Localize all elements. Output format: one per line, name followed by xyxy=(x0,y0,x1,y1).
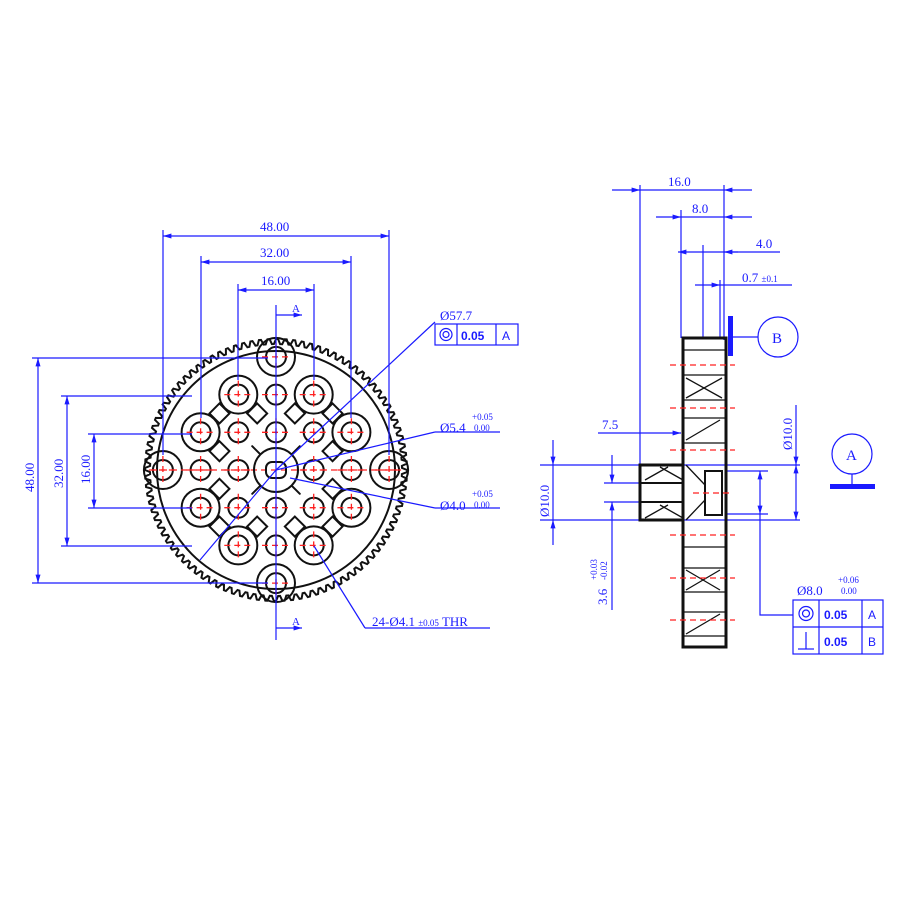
datum-b: B xyxy=(728,316,799,358)
fcf-row1-datum: A xyxy=(868,608,876,622)
side-view: 16.0 8.0 4.0 0.7 ±0.1 7.5 Ø10.0 Ø10.0 3.… xyxy=(537,174,884,655)
dim-3-6: 3.6 xyxy=(595,588,610,605)
dim-8-0-tol-lower: 0.00 xyxy=(841,586,857,596)
diamond-cutout xyxy=(321,402,344,425)
bore-5-4-tol-lower: 0.00 xyxy=(474,423,490,433)
fcf-tolerance: 0.05 xyxy=(461,329,485,343)
dimension-lines xyxy=(35,233,500,631)
hole-lobe xyxy=(218,525,259,566)
bore-5-4-tol-upper: +0.05 xyxy=(472,412,493,422)
diamond-cutout xyxy=(321,515,344,538)
datum-a-label: A xyxy=(846,448,857,464)
slot-cutout xyxy=(251,445,262,456)
dim-3-6-tol-upper: +0.03 xyxy=(589,559,599,580)
front-view: 48.00 32.00 16.00 48.00 32.00 16.00 A A … xyxy=(22,219,519,640)
holes-note: 24-Ø4.1 ±0.05 THR xyxy=(372,614,468,629)
bore-5-4-label: Ø5.4 xyxy=(440,420,466,435)
hole-lobe xyxy=(293,525,334,566)
hole-lobe xyxy=(331,487,372,528)
bore-4-0-tol-upper: +0.05 xyxy=(472,489,493,499)
bore-4-0-label: Ø4.0 xyxy=(440,498,466,513)
dim-0-7-tol: ±0.1 xyxy=(762,274,778,284)
diamond-cutout xyxy=(321,439,344,463)
section-label-bottom: A xyxy=(292,616,300,628)
diamond-cutout xyxy=(208,515,231,538)
extension-lines xyxy=(32,230,390,640)
feature-control-frame-side: 0.05 A 0.05 B xyxy=(792,599,884,655)
slot-cutout xyxy=(290,484,301,495)
diamond-cutout xyxy=(208,439,231,463)
bore-4-0-tol-lower: 0.00 xyxy=(474,500,490,510)
dim-16-0: 16.0 xyxy=(668,174,691,189)
diamond-cutout xyxy=(283,515,307,538)
slot-cutout xyxy=(290,445,301,456)
feature-control-frame-front: 0.05 A xyxy=(434,323,519,346)
section-label-top: A xyxy=(292,303,300,315)
concentricity-icon xyxy=(439,327,453,342)
fcf-row2-datum: B xyxy=(868,635,876,649)
diamond-cutout xyxy=(208,402,231,425)
diamond-cutout xyxy=(208,477,231,501)
fcf-row1-tolerance: 0.05 xyxy=(824,608,848,622)
fcf-row2-tolerance: 0.05 xyxy=(824,635,848,649)
dim-right-diameter: Ø10.0 xyxy=(780,418,795,450)
outer-diameter-label: Ø57.7 xyxy=(440,308,473,323)
datum-b-label: B xyxy=(772,331,782,347)
dim-8-0-tol-upper: +0.06 xyxy=(838,575,859,585)
dim-0-7-value: 0.7 xyxy=(742,270,759,285)
diamond-cutout xyxy=(245,515,269,538)
diamond-cutout xyxy=(245,402,269,425)
dim-hub-diameter: Ø10.0 xyxy=(537,485,552,517)
dim-4-0: 4.0 xyxy=(756,236,772,251)
slot-cutout xyxy=(251,484,262,495)
dim-width-48: 48.00 xyxy=(260,219,289,234)
perpendicularity-icon xyxy=(798,632,814,650)
dim-height-32: 32.00 xyxy=(51,459,66,488)
dim-7-5: 7.5 xyxy=(602,417,618,432)
dim-height-16: 16.00 xyxy=(78,455,93,484)
fcf-datum: A xyxy=(502,329,510,343)
dim-8-0-bore: Ø8.0 xyxy=(797,583,823,598)
diamond-cutout xyxy=(283,402,307,425)
datum-a: A xyxy=(830,433,875,489)
concentricity-icon xyxy=(798,605,814,622)
dim-width-32: 32.00 xyxy=(260,245,289,260)
dim-height-48: 48.00 xyxy=(22,463,37,492)
holes-note-tol: ±0.05 xyxy=(418,618,439,628)
holes-note-value: 24-Ø4.1 xyxy=(372,614,415,629)
holes-note-suffix: THR xyxy=(442,614,468,629)
dim-3-6-tol-lower: -0.02 xyxy=(599,561,609,580)
dim-8-0: 8.0 xyxy=(692,201,708,216)
dim-width-16: 16.00 xyxy=(261,273,290,288)
side-dimension-lines xyxy=(550,187,799,616)
gear-section xyxy=(638,336,735,649)
gear-teeth xyxy=(144,338,408,602)
dim-0-7: 0.7 ±0.1 xyxy=(742,270,778,285)
